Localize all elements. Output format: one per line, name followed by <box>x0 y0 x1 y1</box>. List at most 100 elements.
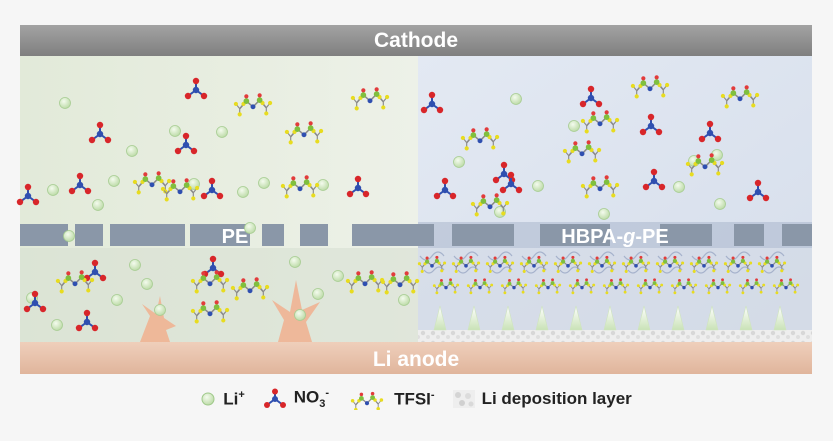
li-ion <box>51 319 63 331</box>
nitrate-anion <box>68 172 92 195</box>
hbpa-separator-segment <box>418 224 434 246</box>
polymer-chain <box>623 251 649 274</box>
legend-li-ion-label: Li+ <box>223 388 245 409</box>
tfsi-anion <box>720 85 760 109</box>
bound-tfsi-lower <box>568 278 596 295</box>
pe-separator-segment <box>262 224 284 246</box>
dendrite-1 <box>140 296 176 342</box>
li-ion <box>129 259 141 271</box>
flux-cone <box>637 305 651 331</box>
flux-cone <box>705 305 719 331</box>
li-ion <box>568 120 580 132</box>
bound-tfsi-lower <box>670 278 698 295</box>
bound-tfsi-lower <box>602 278 630 295</box>
pe-separator-segment <box>352 224 418 246</box>
tfsi-anion <box>460 127 500 151</box>
li-ion <box>154 304 166 316</box>
legend-tfsi-molecule <box>350 391 384 410</box>
li-anode-bar <box>20 342 812 374</box>
li-ion <box>714 198 726 210</box>
nitrate-anion <box>642 168 666 191</box>
legend-li-ion: Li+ <box>200 389 245 410</box>
li-ion <box>141 278 153 290</box>
li-ion <box>332 270 344 282</box>
bound-tfsi-lower <box>738 278 766 295</box>
tfsi-anion <box>630 75 670 99</box>
li-ion <box>169 125 181 137</box>
hbpa-separator-segment <box>782 224 812 246</box>
nitrate-anion <box>579 85 603 108</box>
bound-tfsi-lower <box>704 278 732 295</box>
nitrate-anion <box>346 175 370 198</box>
nitrate-anion <box>16 183 40 206</box>
tfsi-anion <box>160 178 200 202</box>
bound-tfsi-upper <box>451 255 481 273</box>
tfsi-anion <box>190 300 230 324</box>
cathode-bar <box>20 25 812 56</box>
tfsi-anions <box>55 75 760 324</box>
hbpa-separator-segment <box>734 224 764 246</box>
nitrate-anion <box>639 113 663 136</box>
legend-deposition: Li deposition layer <box>452 389 632 409</box>
nitrate-anion <box>200 177 224 200</box>
li-ion <box>111 294 123 306</box>
li-ion <box>63 230 75 242</box>
li-ion <box>294 309 306 321</box>
flux-cone <box>467 305 481 331</box>
nitrate-anion <box>174 132 198 155</box>
li-ion <box>216 126 228 138</box>
nitrate-anion <box>499 171 523 194</box>
bound-tfsi-upper <box>519 255 549 273</box>
pe-separator-segment <box>20 224 68 246</box>
polymer-chain <box>725 251 751 274</box>
legend-nitrate: NO3- <box>263 387 330 411</box>
legend-nitrate-label: NO3- <box>293 387 330 411</box>
nitrate-anion <box>23 290 47 313</box>
bound-tfsi-upper <box>723 255 753 273</box>
bound-tfsi-lower <box>534 278 562 295</box>
bound-tfsi-upper <box>485 255 515 273</box>
li-ion <box>244 222 256 234</box>
li-ion <box>59 97 71 109</box>
li-ion-icon <box>201 392 215 406</box>
flux-cone <box>569 305 583 331</box>
li-ion <box>312 288 324 300</box>
flux-cone <box>501 305 515 331</box>
tfsi-anion <box>284 121 324 145</box>
polymer-chain <box>453 251 479 274</box>
grafted-polymer-chains <box>417 251 800 295</box>
li-ion <box>237 186 249 198</box>
li-ion <box>108 175 120 187</box>
pe-separator-segment <box>75 224 103 246</box>
legend-deposition-label: Li deposition layer <box>481 389 632 408</box>
bound-tfsi-upper <box>757 255 787 273</box>
flux-cone <box>603 305 617 331</box>
bound-tfsi-lower <box>772 278 800 295</box>
tfsi-anion <box>55 270 95 294</box>
hbpa-separator-label: HBPA-g-PE <box>561 226 668 248</box>
polymer-chain <box>521 251 547 274</box>
bound-tfsi-upper <box>655 255 685 273</box>
separators <box>20 222 812 248</box>
flux-cone <box>671 305 685 331</box>
li-deposition-layer <box>418 330 812 344</box>
tfsi-anion <box>280 175 320 199</box>
li-ions <box>26 93 726 331</box>
polymer-chain <box>759 251 785 274</box>
bound-tfsi-upper <box>553 255 583 273</box>
tfsi-anion <box>580 110 620 134</box>
tfsi-icon <box>350 391 384 410</box>
nitrate-anion <box>433 177 457 200</box>
polymer-chain <box>419 251 445 274</box>
tfsi-anion <box>190 270 230 294</box>
hbpa-separator-segment <box>540 224 610 246</box>
li-ion <box>398 294 410 306</box>
nitrate-icon <box>263 388 286 408</box>
tfsi-anion <box>230 277 270 301</box>
legend: Li+ NO3- TFSI- <box>20 379 812 419</box>
flux-cone <box>739 305 753 331</box>
li-ion <box>92 199 104 211</box>
bound-tfsi-upper <box>587 255 617 273</box>
flux-cone <box>535 305 549 331</box>
